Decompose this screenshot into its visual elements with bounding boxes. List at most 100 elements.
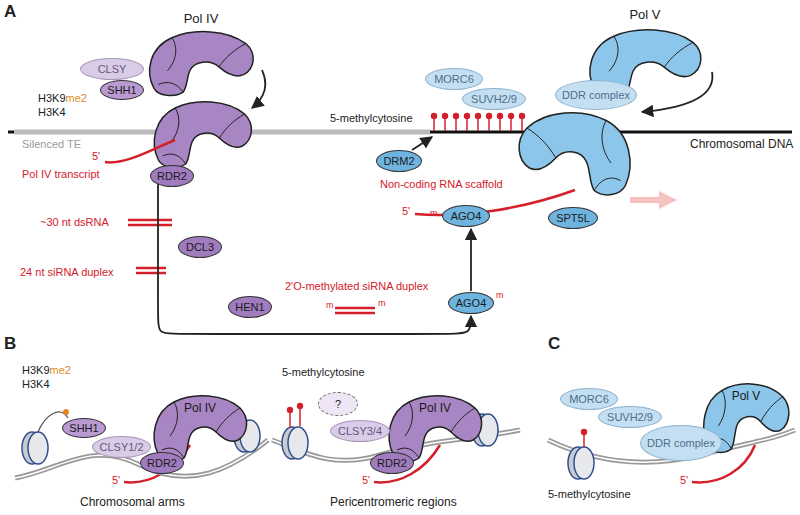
node-label: CLSY (98, 63, 127, 75)
methylcytosine-mark (453, 113, 459, 119)
node-label: MORC6 (434, 73, 474, 85)
ago4-protein: AGO4 (448, 292, 494, 314)
rna-label: ~30 nt dsRNA (40, 216, 109, 229)
suvh-protein: SUVH2/9 (462, 88, 526, 110)
node-label: DDR complex (562, 89, 630, 101)
node-label: DCL3 (186, 241, 214, 253)
rna-end: 5' (680, 474, 688, 487)
region-label: Silenced TE (22, 138, 81, 151)
histone-mark: H3K9 (38, 92, 66, 105)
node-label: RDR2 (147, 457, 177, 469)
dna-label: Chromosomal DNA (690, 138, 793, 152)
histone-mark: me2 (66, 92, 87, 105)
methylcytosine-mark (581, 429, 587, 435)
rna-end: 5' (402, 205, 410, 218)
morc6-protein: MORC6 (425, 68, 483, 90)
histone-tail (63, 409, 69, 415)
node-label: SUVH2/9 (607, 411, 653, 423)
ago4-protein: AGO4 (442, 205, 490, 227)
modification-label: 5-methylcytosine (548, 488, 631, 501)
panel-letter: A (4, 2, 16, 22)
rdr2-protein: RDR2 (370, 452, 414, 474)
methylcytosine-mark (519, 113, 525, 119)
rna-strand (136, 272, 166, 275)
methylcytosine-mark (475, 113, 481, 119)
transcription-direction (630, 197, 668, 203)
hen1-protein: HEN1 (228, 296, 272, 318)
panel-letter: C (548, 334, 560, 354)
ddr-complex: DDR complex (640, 425, 722, 461)
methylcytosine-mark (455, 118, 457, 131)
process-arrow (252, 70, 712, 150)
node-label: SPT5L (556, 212, 590, 224)
methylcytosine-mark (477, 118, 479, 131)
clsy-protein: CLSY (80, 58, 144, 80)
polymerase-on-dna (154, 102, 251, 168)
chromosomal-dna (8, 131, 792, 134)
dcl3-protein: DCL3 (178, 236, 222, 258)
spt5l-protein: SPT5L (548, 207, 598, 229)
clsy-protein: CLSY3/4 (330, 420, 390, 442)
methylcytosine-mark (289, 412, 291, 428)
node-label: DRM2 (383, 155, 414, 167)
methylcytosine-mark (508, 113, 514, 119)
methylcytosine-mark (497, 113, 503, 119)
chromatin-dna (15, 440, 268, 478)
nucleosome (282, 427, 308, 459)
methylcytosine-mark (287, 407, 293, 413)
node-label: SHH1 (107, 84, 136, 96)
rna-strand (335, 307, 375, 310)
shh1-protein: SHH1 (62, 418, 106, 438)
modification-label: 5-methylcytosine (330, 112, 413, 125)
chromatin-dna (15, 440, 268, 478)
rna-label: Non-coding RNA scaffold (380, 178, 503, 191)
pathway-arrow (158, 184, 471, 334)
methylcytosine-mark (299, 408, 301, 426)
rna-strand (128, 224, 172, 227)
polymerase-shape (704, 384, 789, 452)
node-label: Pol IV (184, 12, 219, 26)
rna-strand (128, 219, 172, 222)
drm2-protein: DRM2 (376, 150, 422, 172)
suvh-protein: SUVH2/9 (598, 406, 662, 428)
methylcytosine-mark (433, 118, 435, 131)
polymerase-shape (389, 396, 481, 462)
rna-label: 24 nt siRNA duplex (20, 266, 114, 279)
methyl-mark: m (430, 208, 438, 218)
node-label: MORC6 (569, 393, 609, 405)
methylcytosine-mark (444, 118, 446, 131)
histone-mark: H3K4 (38, 106, 66, 119)
histone-mark: H3K9 (22, 364, 50, 377)
node-label: SHH1 (69, 422, 98, 434)
rna-strand (105, 140, 755, 482)
pol-iv-complex: Pol IV (145, 12, 257, 98)
nucleosome (22, 414, 594, 479)
region-label: Pericentromeric regions (330, 496, 457, 510)
polymerase-on-dna (519, 113, 630, 195)
node-label: AGO4 (451, 210, 482, 222)
unknown-factor: ? (318, 392, 358, 416)
node-label: Pol IV (184, 402, 216, 415)
node-label: ? (335, 398, 341, 410)
methyl-mark: m (326, 300, 334, 310)
polymerase-on-dna (519, 113, 630, 195)
methylcytosine-mark (466, 118, 468, 131)
rna-label: 2'O-methylated siRNA duplex (285, 280, 428, 293)
rna-label: Pol IV transcript (22, 168, 100, 181)
node-label: DDR complex (647, 437, 715, 449)
rna-end: 5' (92, 150, 100, 163)
methylcytosine-mark (499, 118, 501, 131)
polymerase-shape (150, 32, 254, 96)
node-label: RDR2 (157, 170, 187, 182)
methylcytosine-mark (486, 113, 492, 119)
process-arrow (642, 72, 712, 112)
methylcytosine-mark (442, 113, 448, 119)
nucleosome (22, 432, 48, 464)
region-label: Chromosomal arms (80, 496, 185, 510)
node-label: Pol V (732, 390, 761, 403)
rna-strand (105, 140, 175, 162)
node-label: CLSY1/2 (99, 441, 143, 453)
rdr2-protein: RDR2 (140, 452, 184, 474)
node-label: AGO4 (456, 297, 487, 309)
